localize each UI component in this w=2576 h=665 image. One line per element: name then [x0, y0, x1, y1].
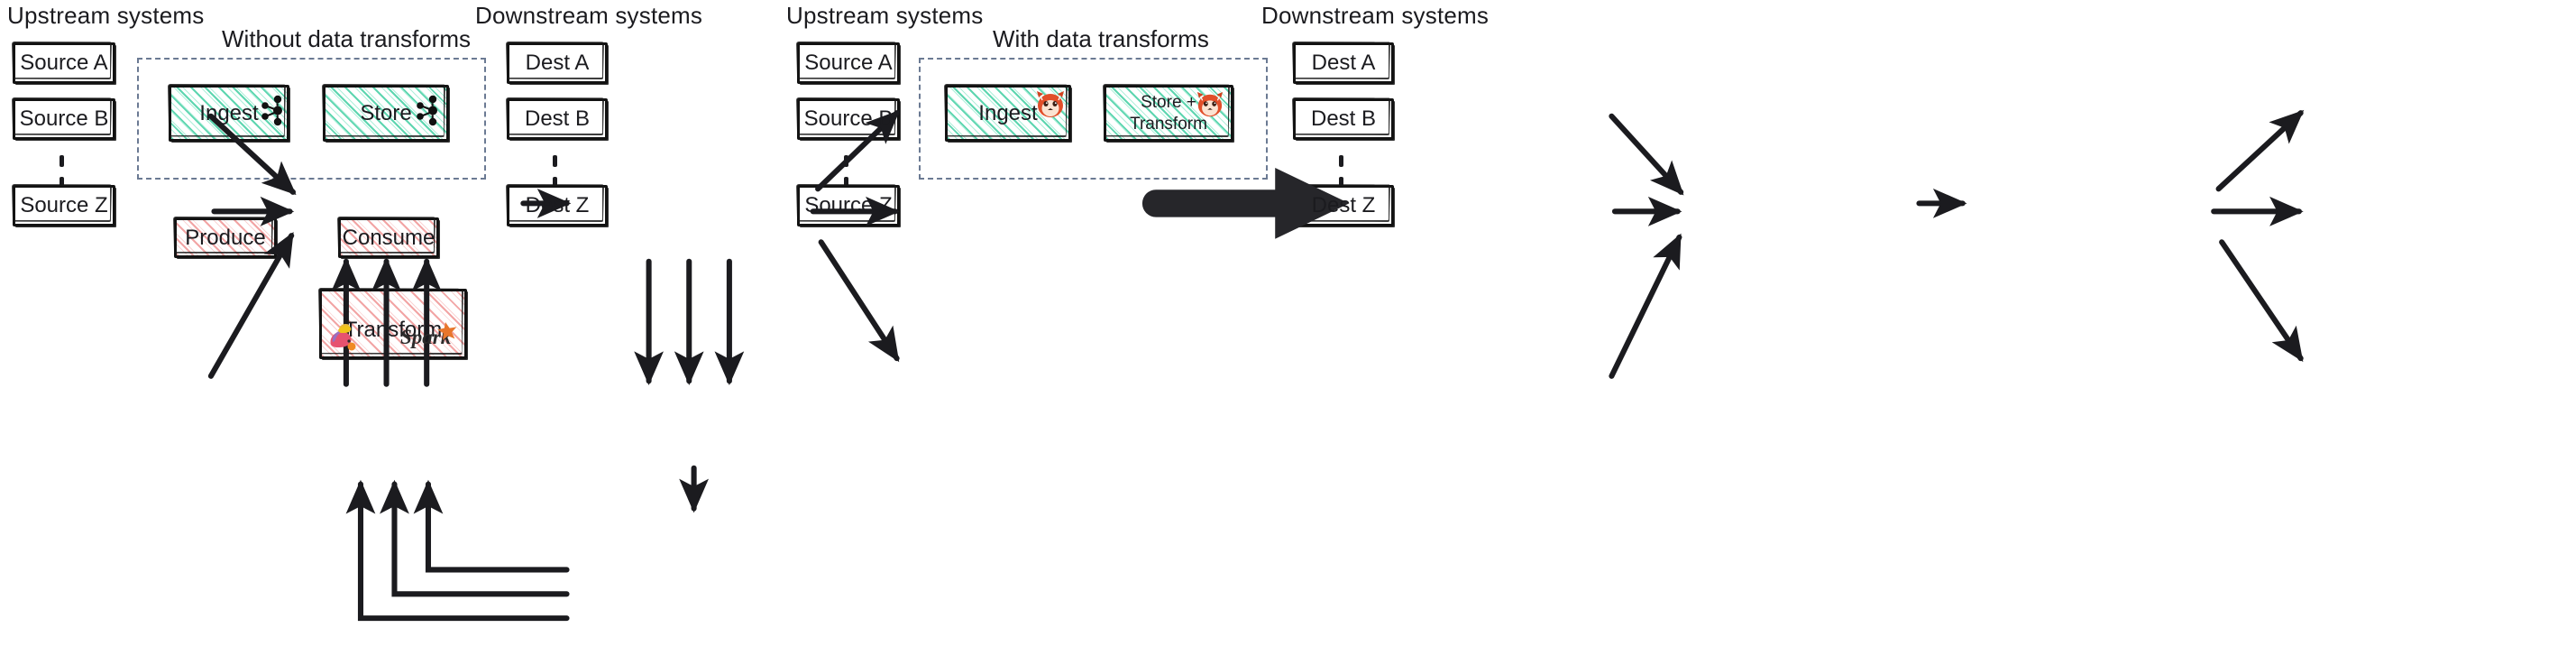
right-dest-b[interactable]: Dest B: [1293, 98, 1394, 140]
right-dest-z[interactable]: Dest Z: [1293, 185, 1394, 226]
kafka-icon: [413, 94, 440, 133]
right-dest-b-label: Dest B: [1310, 106, 1377, 132]
arrow-transform-to-produce-1: [345, 479, 570, 622]
redpanda-icon: [1035, 90, 1066, 124]
left-dest-a[interactable]: Dest A: [507, 42, 608, 84]
produce-label: Produce: [185, 225, 266, 250]
right-source-a-label: Source A: [804, 51, 893, 76]
left-dest-a-label: Dest A: [525, 51, 590, 76]
right-dest-ellipsis: [1339, 155, 1343, 189]
spark-icon: Spark: [400, 320, 458, 356]
right-source-z-label: Source Z: [804, 193, 893, 218]
flink-icon: [325, 322, 361, 359]
left-source-b-label: Source B: [19, 106, 109, 132]
arrow-store-to-dest-z: [818, 239, 900, 363]
right-store-transform-label-line2: Transform: [1130, 114, 1207, 134]
right-dest-z-label: Dest Z: [1311, 193, 1376, 218]
left-downstream-header: Downstream systems: [475, 2, 703, 29]
left-source-a[interactable]: Source A: [13, 42, 115, 84]
produce-box[interactable]: Produce: [174, 217, 277, 258]
arrow-r-store-to-dest-z: [2219, 239, 2304, 363]
right-dest-a[interactable]: Dest A: [1293, 42, 1394, 84]
right-source-z[interactable]: Source Z: [797, 185, 900, 226]
kafka-icon: [258, 94, 285, 133]
right-ingest-label: Ingest: [978, 100, 1038, 125]
right-source-a[interactable]: Source A: [797, 42, 900, 84]
left-ingest-label: Ingest: [199, 100, 259, 125]
left-dest-b-label: Dest B: [524, 106, 591, 132]
left-source-z-label: Source Z: [20, 193, 108, 218]
left-dest-ellipsis: [553, 155, 557, 189]
arrow-r-source-a-to-ingest: [1609, 113, 1684, 196]
left-dest-b[interactable]: Dest B: [507, 98, 608, 140]
arrow-r-store-to-dest-a: [2215, 109, 2305, 192]
left-dest-z[interactable]: Dest Z: [507, 185, 608, 226]
left-source-a-label: Source A: [20, 51, 108, 76]
arrow-r-source-z-to-ingest: [1609, 233, 1682, 379]
right-dest-a-label: Dest A: [1311, 51, 1376, 76]
right-source-ellipsis: [844, 155, 848, 189]
left-source-b[interactable]: Source B: [13, 98, 115, 140]
arrow-transform-to-produce-3: [413, 479, 570, 573]
right-source-b[interactable]: Source B: [797, 98, 900, 140]
left-source-z[interactable]: Source Z: [13, 185, 115, 226]
right-upstream-header: Upstream systems: [786, 2, 984, 29]
arrow-transform-to-produce-2: [380, 479, 570, 597]
consume-label: Consume: [342, 225, 435, 250]
left-pipeline-boundary: [137, 58, 486, 180]
redpanda-icon: [1196, 91, 1224, 123]
left-store-label: Store: [360, 100, 412, 125]
left-dest-z-label: Dest Z: [525, 193, 590, 218]
right-pipeline-boundary: [919, 58, 1268, 180]
consume-box[interactable]: Consume: [338, 217, 439, 258]
right-downstream-header: Downstream systems: [1261, 2, 1490, 29]
left-upstream-header: Upstream systems: [7, 2, 205, 29]
left-store-box[interactable]: Store: [323, 85, 449, 142]
left-panel-title: Without data transforms: [222, 25, 471, 52]
right-store-transform-label-line1: Store +: [1141, 92, 1196, 112]
left-source-ellipsis: [60, 155, 64, 189]
right-panel-title: With data transforms: [993, 25, 1209, 52]
right-source-b-label: Source B: [803, 106, 894, 132]
